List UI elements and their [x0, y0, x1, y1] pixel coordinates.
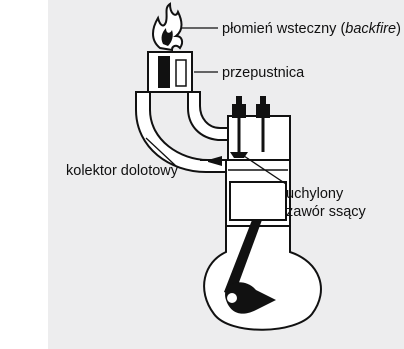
- throttle-shaft: [176, 60, 186, 86]
- label-open-valve-line1: uchylony: [286, 186, 344, 202]
- rocker-left: [236, 96, 242, 106]
- valve-spring-right: [256, 104, 270, 118]
- label-open-valve-line2: zawór ssący: [286, 204, 367, 220]
- label-backfire: płomień wsteczny (backfire): [222, 21, 401, 37]
- throttle-plate: [158, 56, 170, 88]
- piston: [230, 182, 286, 220]
- valve-spring-left: [232, 104, 246, 118]
- label-intake-manifold: kolektor dolotowy: [66, 163, 179, 179]
- rocker-right: [260, 96, 266, 106]
- crankcase: [204, 226, 321, 330]
- label-throttle: przepustnica: [222, 65, 305, 81]
- manifold-inner-wall: [188, 92, 232, 140]
- crank-pin: [227, 293, 237, 303]
